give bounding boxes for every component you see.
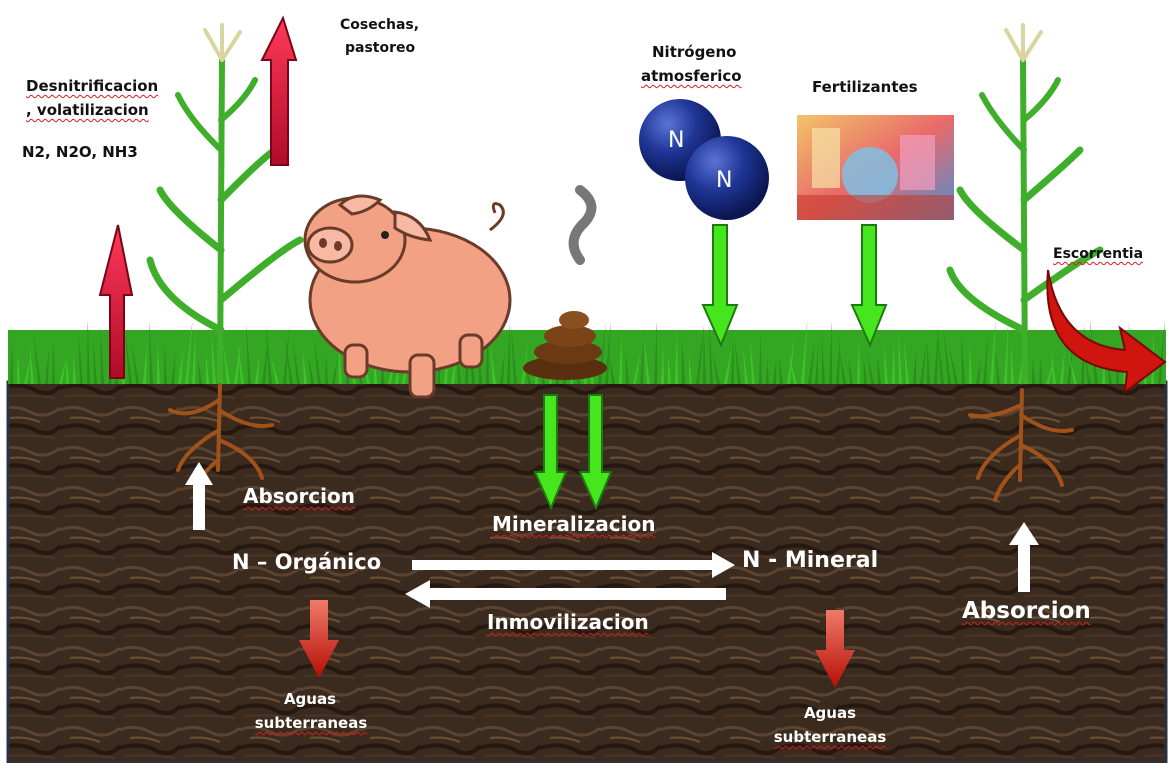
mineralizacion-label: Mineralizacion [492,512,655,536]
aguas-left-label-line2: subterraneas [236,714,386,732]
cosechas-label-line1: Cosechas, [340,17,419,33]
n-atom-label-2: N [716,168,732,193]
n-mineral-label: N - Mineral [742,548,878,573]
absorcion-right-label: Absorcion [962,598,1091,624]
absorcion-left-label: Absorcion [243,484,355,508]
aguas-right-label-line2: subterraneas [752,728,908,746]
desnitrificacion-label-line2: , volatilizacion [26,101,149,119]
gases-label: N2, N2O, NH3 [22,143,138,161]
nitrogeno-label-line2: atmosferico [641,67,742,85]
fertilizantes-label: Fertilizantes [812,78,918,96]
desnitrificacion-label-line1: Desnitrificacion [26,77,158,95]
n-organico-label: N – Orgánico [232,550,381,574]
cosechas-label-line2: pastoreo [345,40,415,56]
emission-arrow-tall [262,18,296,165]
manure-pile-icon [523,190,607,380]
soil-layer [8,382,1166,763]
n2-input-arrow [703,225,737,345]
n-atom-label-1: N [668,128,684,153]
aguas-right-label-line1: Aguas [790,704,870,722]
aguas-left-label-line1: Aguas [270,690,350,708]
escorrentia-label: Escorrentia [1053,246,1143,262]
fertilizer-image [797,115,954,220]
fertilizer-input-arrow [852,225,886,345]
nitrogeno-label-line1: Nitrógeno [652,43,736,61]
n2-molecule [639,99,769,220]
inmovilizacion-label: Inmovilizacion [487,610,649,634]
corn-plant-right [950,25,1100,380]
